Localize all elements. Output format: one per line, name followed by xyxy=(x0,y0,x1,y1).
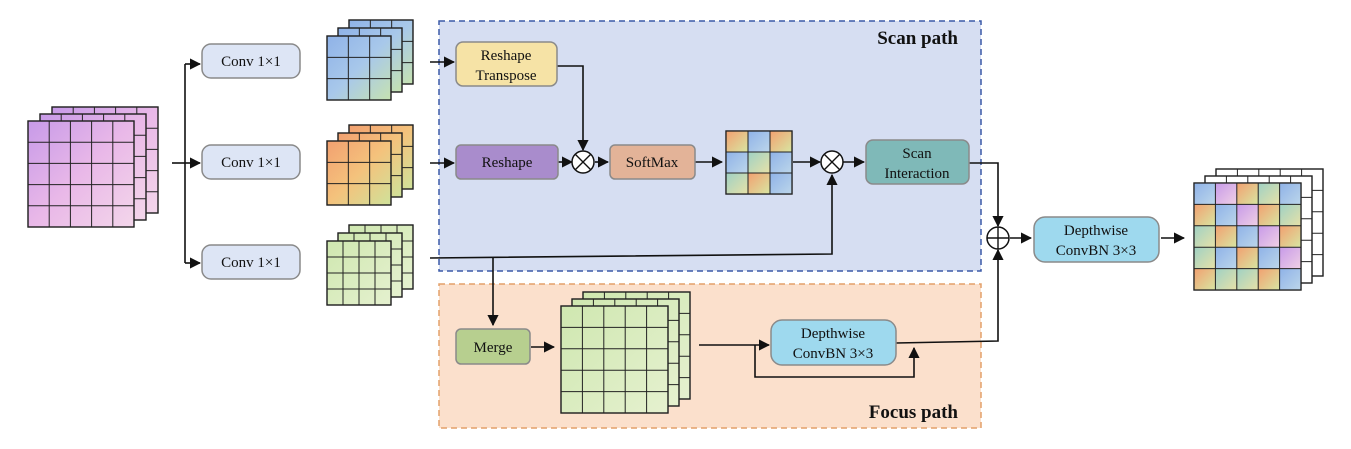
attention-map xyxy=(725,130,793,195)
scan-interaction-line1: Scan xyxy=(902,146,932,162)
scan-interaction-node: Scan Interaction xyxy=(865,139,970,185)
merge-label: Merge xyxy=(474,340,513,356)
connectors xyxy=(172,56,1186,378)
conv-bot-label: Conv 1×1 xyxy=(221,255,281,271)
edge-dw-to-add xyxy=(895,248,1004,344)
reshape-transpose-line1: Reshape xyxy=(481,48,532,64)
scan-path-title: Scan path xyxy=(877,28,958,49)
conv-mid-node: Conv 1×1 xyxy=(201,144,301,180)
conv-top-label: Conv 1×1 xyxy=(221,54,281,70)
reshape-node: Reshape xyxy=(455,144,559,180)
conv-top-node: Conv 1×1 xyxy=(201,43,301,79)
depthwise-focus-line2: ConvBN 3×3 xyxy=(793,346,874,362)
depthwise-out-node: Depthwise ConvBN 3×3 xyxy=(1033,216,1160,263)
edge-residual xyxy=(754,345,920,378)
focus-feature-map xyxy=(560,291,691,414)
depthwise-out-line1: Depthwise xyxy=(1064,223,1128,239)
depthwise-focus-node: Depthwise ConvBN 3×3 xyxy=(770,319,897,366)
query-tensor xyxy=(326,19,414,101)
edge-scan-int-to-add xyxy=(969,162,1004,228)
reshape-transpose-line2: Transpose xyxy=(475,68,536,84)
depthwise-focus-line1: Depthwise xyxy=(801,326,865,342)
conv-mid-label: Conv 1×1 xyxy=(221,155,281,171)
depthwise-out-line2: ConvBN 3×3 xyxy=(1056,243,1137,259)
multiply-op-2 xyxy=(820,150,844,174)
key-tensor xyxy=(326,124,414,206)
softmax-node: SoftMax xyxy=(609,144,696,180)
multiply-op-1 xyxy=(571,150,595,174)
value-tensor xyxy=(326,224,414,306)
focus-path-title: Focus path xyxy=(869,402,959,423)
edge-bot-to-mult2 xyxy=(429,173,838,259)
softmax-label: SoftMax xyxy=(626,155,679,171)
edge-rt-to-mult xyxy=(557,65,589,152)
reshape-transpose-node: Reshape Transpose xyxy=(455,41,558,87)
scan-interaction-line2: Interaction xyxy=(885,166,950,182)
reshape-label: Reshape xyxy=(482,155,533,171)
output-tensor xyxy=(1193,168,1324,291)
merge-node: Merge xyxy=(455,328,531,365)
input-tensor xyxy=(27,106,159,228)
add-op xyxy=(986,226,1010,250)
conv-bot-node: Conv 1×1 xyxy=(201,244,301,280)
